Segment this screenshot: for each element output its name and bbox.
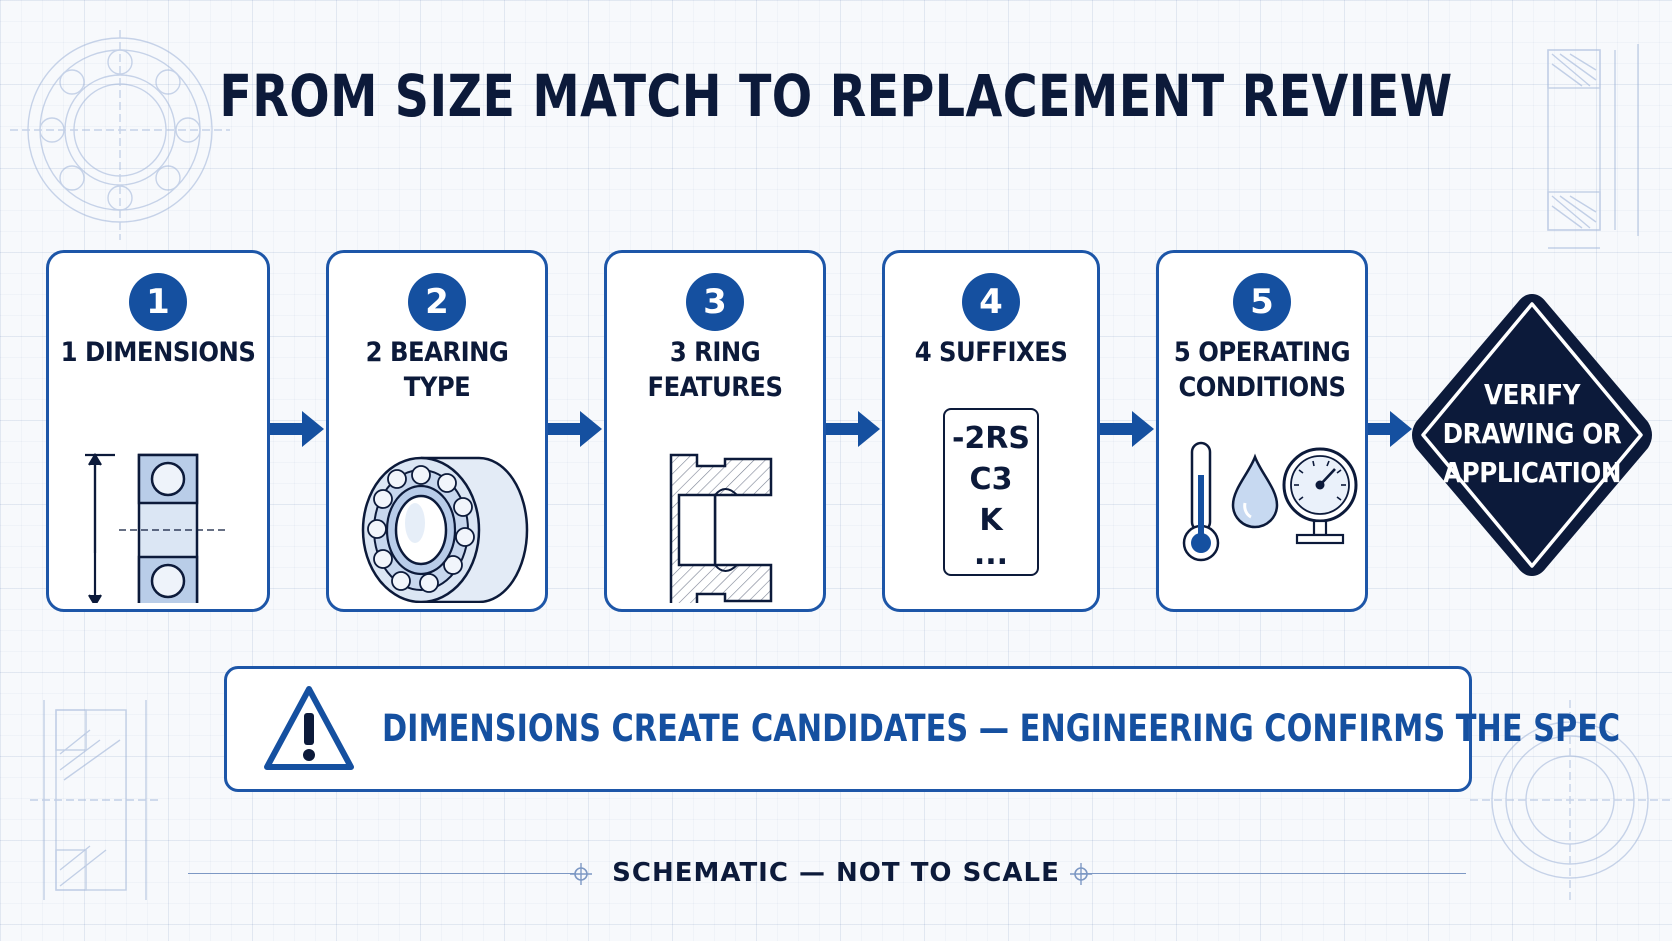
flow-arrow <box>1100 411 1154 447</box>
verify-decision-diamond <box>1412 294 1652 576</box>
pressure-gauge-icon <box>1282 447 1358 545</box>
thermometer-icon <box>1182 441 1220 562</box>
suffix-item: ... <box>973 537 1009 572</box>
warning-icon <box>264 686 354 770</box>
droplet-icon <box>1231 453 1279 529</box>
warning-callout: DIMENSIONS CREATE CANDIDATES — ENGINEERI… <box>224 666 1620 792</box>
flow-arrow <box>826 411 880 447</box>
flow-arrow <box>548 411 602 447</box>
verify-label: VERIFY DRAWING OR APPLICATION <box>1442 378 1622 489</box>
flow-arrow <box>270 411 324 447</box>
step-card-suffixes: 4 4 SUFFIXES -2RS C3 K ... <box>882 250 1100 612</box>
blueprint-bearing-deco-top-left <box>10 30 230 240</box>
crosshair-icon <box>1070 863 1092 885</box>
step-number-badge: 2 <box>408 273 466 331</box>
dimension-bearing-icon <box>85 452 225 603</box>
flow-arrow <box>1368 411 1412 447</box>
step-label: 3 RING FEATURES <box>647 337 784 403</box>
blueprint-bearing-deco-bottom-right <box>1470 700 1670 900</box>
suffix-item: C3 <box>969 462 1013 497</box>
step-card-bearing-type: 2 2 BEARING TYPE <box>326 250 548 612</box>
step-label: 4 SUFFIXES <box>914 337 1068 368</box>
step-number-badge: 4 <box>962 273 1020 331</box>
step-card-operating-conditions: 5 5 OPERATING CONDITIONS <box>1156 250 1368 612</box>
ring-section-icon <box>669 453 773 603</box>
step-label: 5 OPERATING CONDITIONS <box>1173 337 1351 403</box>
step-label: 1 DIMENSIONS <box>60 337 256 368</box>
step-label: 2 BEARING TYPE <box>365 337 509 403</box>
step-number-badge: 3 <box>686 273 744 331</box>
ball-bearing-icon <box>361 456 529 603</box>
suffix-item: K <box>979 503 1003 538</box>
step-number-badge: 1 <box>129 273 187 331</box>
footer-note: SCHEMATIC — NOT TO SCALE <box>612 858 1060 888</box>
page-title: FROM SIZE MATCH TO REPLACEMENT REVIEW <box>219 62 1453 130</box>
blueprint-section-deco-bottom-left <box>30 700 160 900</box>
crosshair-icon <box>570 863 592 885</box>
step-number-badge: 5 <box>1233 273 1291 331</box>
step-card-dimensions: 1 1 DIMENSIONS <box>46 250 270 612</box>
warning-message: DIMENSIONS CREATE CANDIDATES — ENGINEERI… <box>382 707 1621 750</box>
suffix-item: -2RS <box>951 421 1031 456</box>
blueprint-section-deco-top-right <box>1547 44 1639 249</box>
suffix-tag-icon: -2RS C3 K ... <box>943 408 1039 576</box>
step-card-ring-features: 3 3 RING FEATURES <box>604 250 826 612</box>
footer-rule-right <box>1080 873 1466 874</box>
footer-rule-left <box>188 873 576 874</box>
